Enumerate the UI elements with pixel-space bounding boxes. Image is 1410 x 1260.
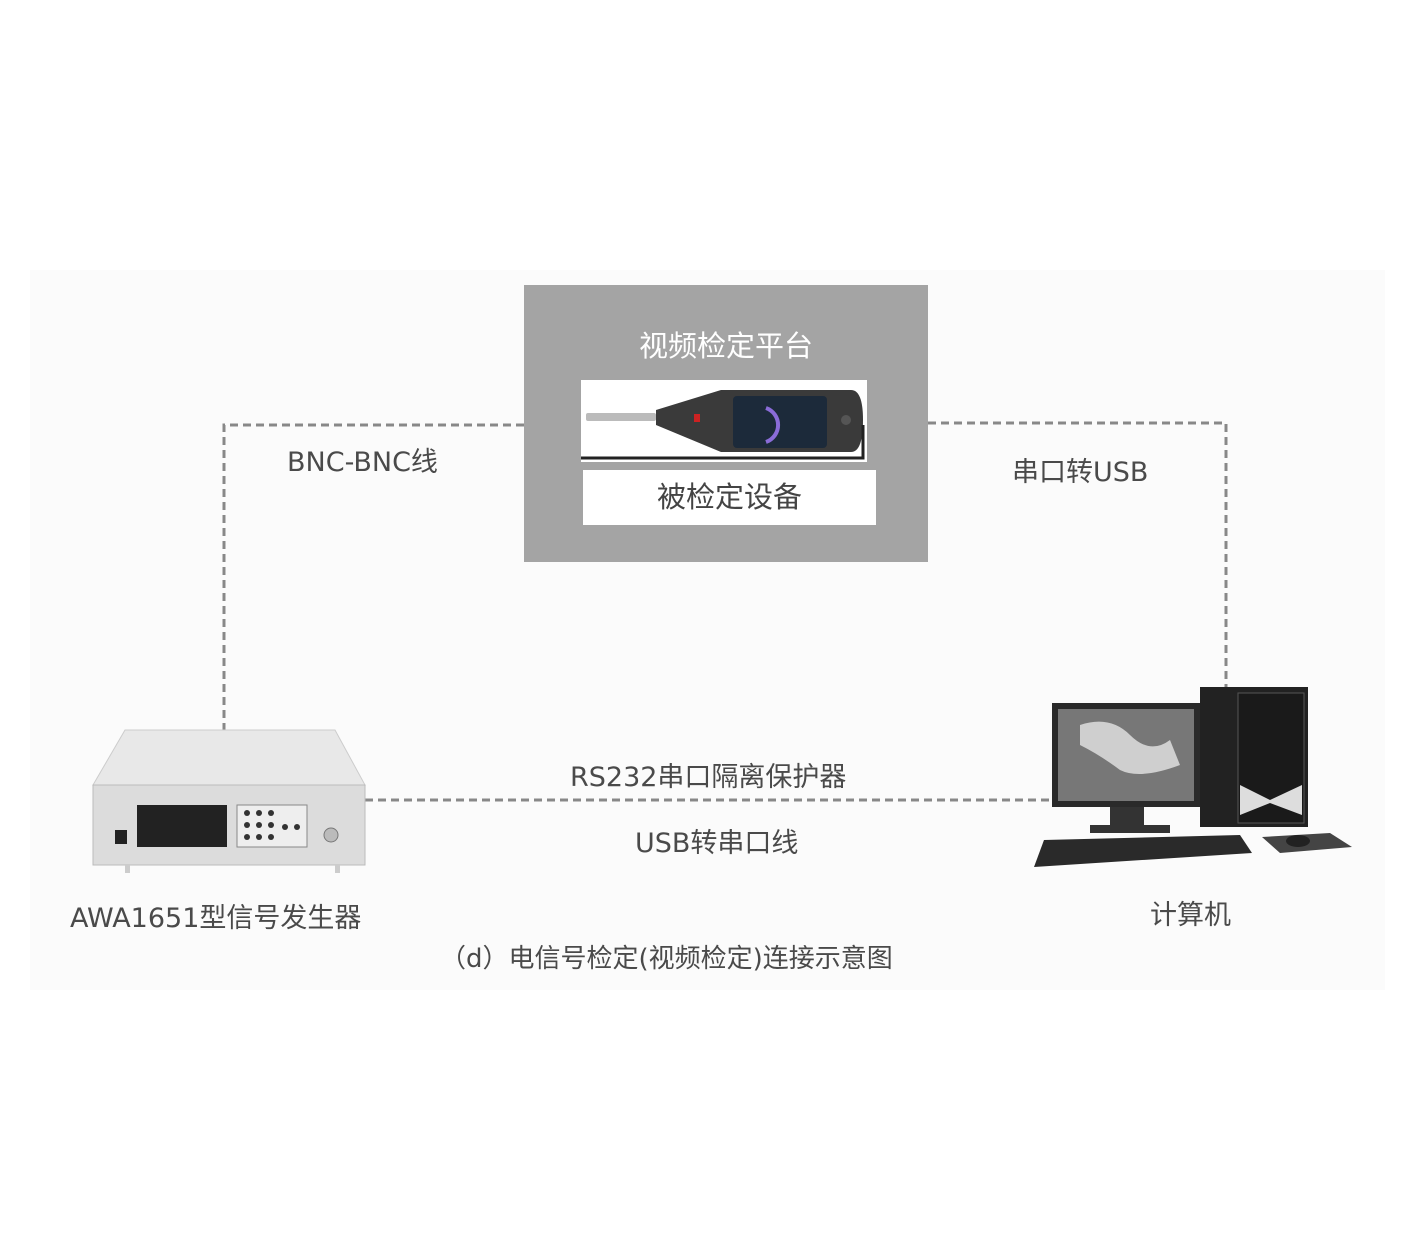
video-verification-platform: 视频检定平台 被检定设备 xyxy=(524,285,928,562)
usb-serial-line-top xyxy=(928,421,1228,690)
platform-title: 视频检定平台 xyxy=(638,329,813,363)
figure-caption: （d）电信号检定(视频检定)连接示意图 xyxy=(440,944,893,974)
bnc-line xyxy=(222,423,524,735)
computer-label: 计算机 xyxy=(1150,900,1231,931)
computer-image xyxy=(1034,687,1352,867)
signal-generator-label: AWA1651型信号发生器 xyxy=(70,903,362,934)
usb-serial-cable-label: USB转串口线 xyxy=(635,828,799,859)
serial-to-usb-label: 串口转USB xyxy=(1012,457,1149,488)
device-under-test-label: 被检定设备 xyxy=(583,470,876,525)
signal-generator-image xyxy=(92,729,366,873)
rs232-isolator-label: RS232串口隔离保护器 xyxy=(570,762,847,793)
bnc-cable-label: BNC-BNC线 xyxy=(287,447,438,478)
sound-level-meter-image xyxy=(581,380,867,462)
